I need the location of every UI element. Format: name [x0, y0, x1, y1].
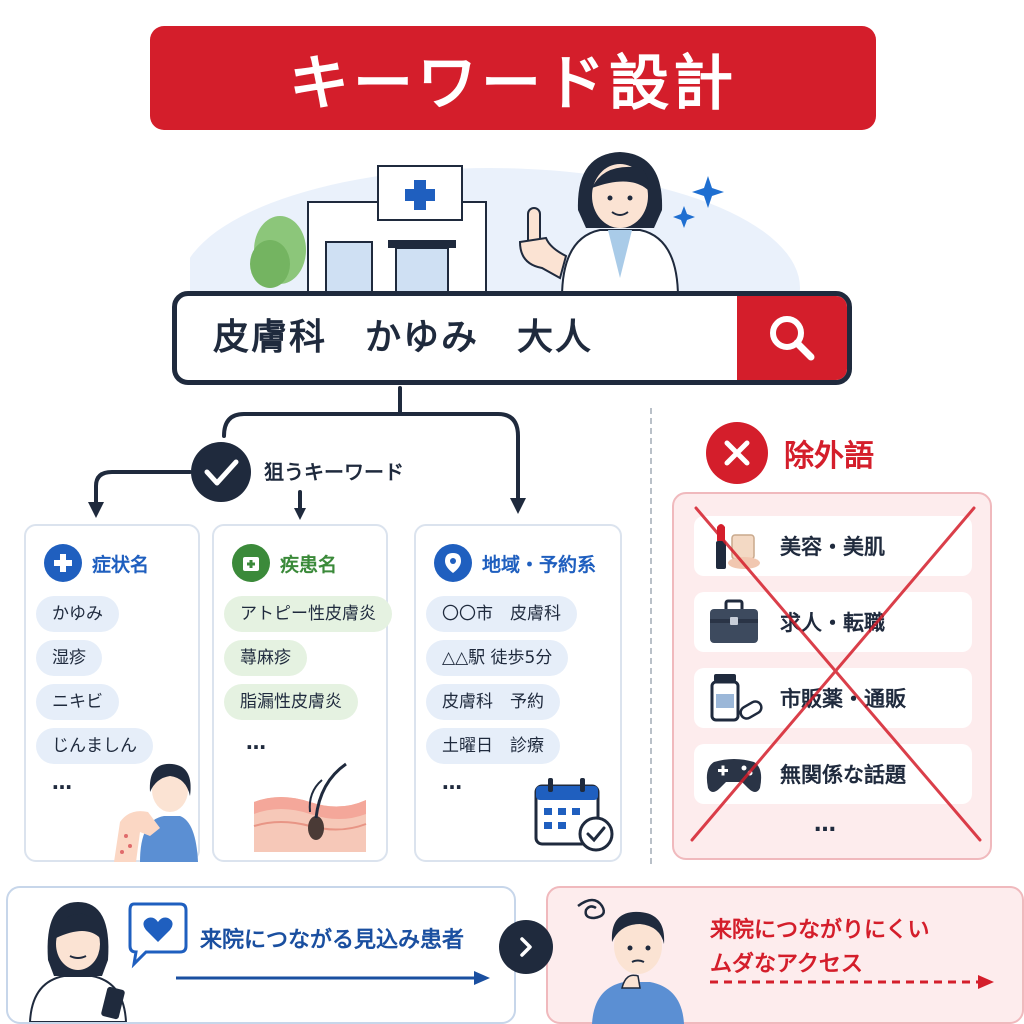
tree-icon	[250, 216, 306, 288]
outcome-good-panel: 来院につながる見込み患者	[6, 886, 516, 1024]
clinic-doctor-illustration	[190, 152, 800, 298]
keyword-chip: じんましん	[36, 728, 153, 764]
keyword-chip: アトピー性皮膚炎	[224, 596, 392, 632]
category-card-symptoms: 症状名 かゆみ 湿疹 ニキビ じんましん …	[24, 524, 200, 862]
outcome-bad-text: 来院につながりにくい ムダなアクセス	[710, 914, 930, 982]
chevron-right-icon	[499, 920, 553, 974]
keyword-chip: 土曜日 診療	[426, 728, 560, 764]
keyword-chip: 〇〇市 皮膚科	[426, 596, 577, 632]
more-indicator: …	[52, 770, 74, 794]
excluded-title: 除外語	[784, 439, 874, 474]
game-controller-icon	[694, 752, 774, 796]
excluded-item-label: 市販薬・通販	[780, 687, 906, 711]
keyword-chip: かゆみ	[36, 596, 119, 632]
big-cross-icon	[690, 506, 982, 842]
patient-with-phone-icon	[28, 902, 188, 1022]
target-keywords-label: 狙うキーワード	[264, 460, 404, 484]
cosmetics-icon	[694, 521, 774, 571]
category-title: 地域・予約系	[482, 553, 597, 576]
search-bar[interactable]: 皮膚科 かゆみ 大人	[172, 291, 852, 385]
outcome-bad-line2: ムダなアクセス	[710, 952, 863, 977]
category-card-region-booking: 地域・予約系 〇〇市 皮膚科 △△駅 徒歩5分 皮膚科 予約 土曜日 診療 …	[414, 524, 622, 862]
confused-person-icon	[577, 898, 684, 1024]
excluded-header: 除外語	[706, 422, 874, 484]
medicine-icon	[694, 672, 774, 724]
excluded-item: 求人・転職	[694, 592, 972, 652]
category-title: 疾患名	[280, 553, 338, 576]
outcome-good-text: 来院につながる見込み患者	[200, 928, 465, 953]
arrow-right-icon	[176, 971, 490, 985]
keyword-chip: ニキビ	[36, 684, 119, 720]
category-card-diseases: 疾患名 アトピー性皮膚炎 蕁麻疹 脂漏性皮膚炎 …	[212, 524, 392, 862]
outcome-bad-line1: 来院につながりにくい	[710, 918, 930, 943]
keyword-chip: 湿疹	[36, 640, 102, 676]
more-indicator: …	[814, 812, 836, 837]
category-title: 症状名	[92, 553, 150, 576]
search-button[interactable]	[737, 296, 847, 380]
title-banner: キーワード設計	[150, 26, 876, 130]
excluded-item-label: 美容・美肌	[780, 535, 885, 559]
excluded-item-label: 無関係な話題	[780, 763, 906, 787]
location-pin-icon	[434, 544, 472, 582]
calendar-check-icon	[534, 778, 614, 852]
clinic-building-icon	[307, 165, 487, 298]
connector-lines	[88, 386, 526, 520]
itchy-patient-icon	[114, 763, 198, 862]
keyword-chip: △△駅 徒歩5分	[426, 640, 569, 676]
sparkle-icon	[673, 176, 724, 228]
search-input[interactable]: 皮膚科 かゆみ 大人	[213, 317, 594, 358]
check-circle-icon	[191, 442, 251, 502]
excluded-item: 無関係な話題	[694, 744, 972, 804]
excluded-item: 美容・美肌	[694, 516, 972, 576]
more-indicator: …	[442, 770, 464, 794]
doctor-icon	[518, 152, 680, 298]
page-title: キーワード設計	[289, 48, 737, 119]
keyword-chip: 皮膚科 予約	[426, 684, 560, 720]
dashed-arrow-right-icon	[710, 975, 994, 989]
search-icon	[770, 316, 815, 361]
excluded-item: 市販薬・通販	[694, 668, 972, 728]
skin-cross-section-icon	[253, 762, 367, 852]
plus-icon	[44, 544, 82, 582]
keyword-chip: 蕁麻疹	[224, 640, 307, 676]
section-divider	[650, 408, 652, 864]
excluded-item-label: 求人・転職	[780, 611, 885, 635]
more-indicator: …	[246, 730, 268, 754]
keyword-chip: 脂漏性皮膚炎	[224, 684, 358, 720]
medical-kit-icon	[232, 544, 270, 582]
cross-circle-icon	[706, 422, 768, 484]
excluded-panel: 美容・美肌 求人・転職 市販薬・通販 無関係な話題 …	[672, 492, 992, 860]
briefcase-icon	[694, 597, 774, 647]
outcome-bad-panel: 来院につながりにくい ムダなアクセス	[546, 886, 1024, 1024]
